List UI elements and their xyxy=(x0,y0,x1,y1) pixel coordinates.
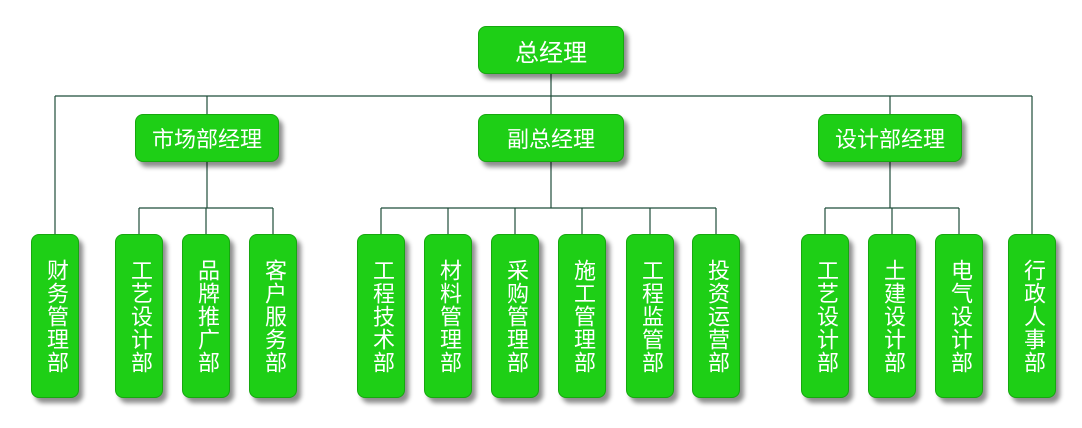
node-dept-materials: 材料管理部 xyxy=(424,234,472,398)
node-root-label: 总经理 xyxy=(515,38,587,67)
node-dept-craft-design-2-label: 工艺设计部 xyxy=(813,258,838,374)
node-dept-electrical-design-label: 电气设计部 xyxy=(947,258,972,374)
node-dept-brand: 品牌推广部 xyxy=(182,234,230,398)
node-dept-finance-label: 财务管理部 xyxy=(43,258,68,374)
node-manager-design-label: 设计部经理 xyxy=(834,128,945,153)
node-manager-deputy-label: 副总经理 xyxy=(506,128,595,153)
node-dept-customer-label: 客户服务部 xyxy=(261,258,286,374)
node-dept-electrical-design: 电气设计部 xyxy=(935,234,983,398)
node-manager-deputy: 副总经理 xyxy=(478,114,624,162)
node-dept-craft-design-1-label: 工艺设计部 xyxy=(127,258,152,374)
node-dept-admin-hr: 行政人事部 xyxy=(1008,234,1056,398)
node-dept-admin-hr-label: 行政人事部 xyxy=(1020,258,1045,374)
node-dept-purchasing-label: 采购管理部 xyxy=(503,258,528,374)
node-dept-craft-design-2: 工艺设计部 xyxy=(801,234,849,398)
node-dept-brand-label: 品牌推广部 xyxy=(194,258,219,374)
node-dept-investment-label: 投资运营部 xyxy=(704,258,729,374)
node-dept-civil-design: 土建设计部 xyxy=(868,234,916,398)
node-dept-engineering-tech-label: 工程技术部 xyxy=(369,258,394,374)
node-dept-construction: 施工管理部 xyxy=(558,234,606,398)
node-dept-construction-label: 施工管理部 xyxy=(570,258,595,374)
node-dept-customer: 客户服务部 xyxy=(249,234,297,398)
node-dept-supervision: 工程监管部 xyxy=(626,234,674,398)
node-dept-supervision-label: 工程监管部 xyxy=(638,258,663,374)
node-dept-engineering-tech: 工程技术部 xyxy=(357,234,405,398)
node-manager-market: 市场部经理 xyxy=(135,114,279,162)
node-dept-civil-design-label: 土建设计部 xyxy=(880,258,905,374)
node-dept-purchasing: 采购管理部 xyxy=(491,234,539,398)
node-root: 总经理 xyxy=(478,26,624,74)
node-dept-investment: 投资运营部 xyxy=(692,234,740,398)
node-dept-finance: 财务管理部 xyxy=(31,234,79,398)
node-dept-craft-design-1: 工艺设计部 xyxy=(115,234,163,398)
node-dept-materials-label: 材料管理部 xyxy=(436,258,461,374)
node-manager-design: 设计部经理 xyxy=(818,114,962,162)
node-manager-market-label: 市场部经理 xyxy=(151,128,262,153)
